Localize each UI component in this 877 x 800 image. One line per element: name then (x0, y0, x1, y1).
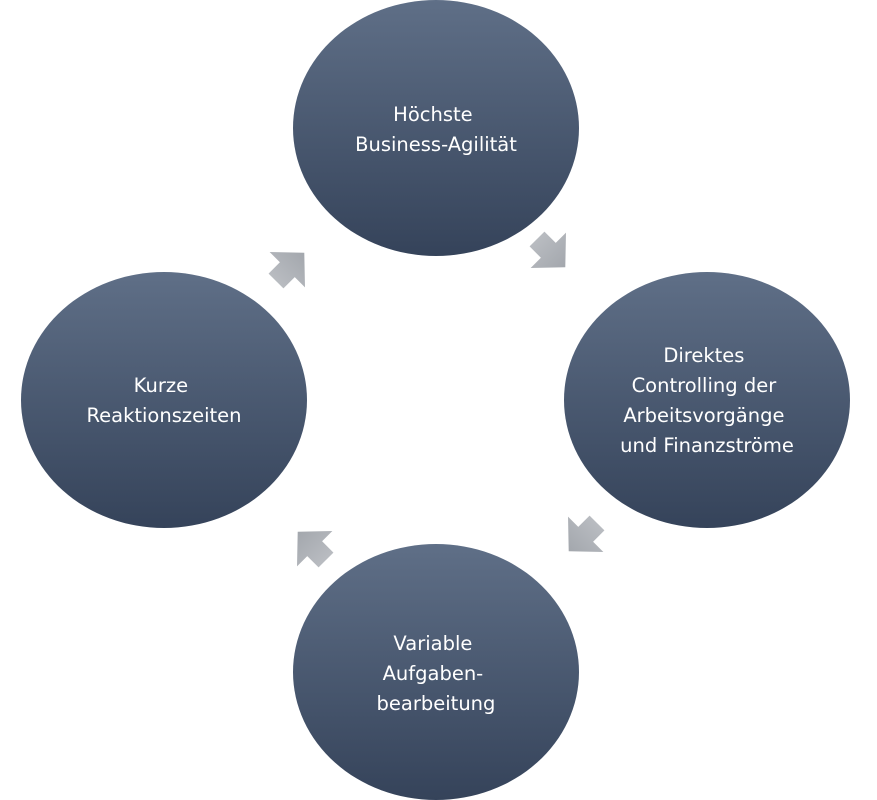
node-circle (293, 0, 579, 256)
node-label-line: Höchste (393, 103, 472, 126)
cycle-node-bottom: Variable Aufgaben- bearbeitung (293, 544, 579, 800)
node-circle (293, 544, 579, 800)
node-label: Höchste Business-Agilität (355, 103, 517, 156)
cycle-node-right: Direktes Controlling der Arbeitsvorgänge… (564, 272, 850, 528)
node-label-line: Business-Agilität (355, 133, 517, 156)
cycle-node-left: Kurze Reaktionszeiten (21, 272, 307, 528)
node-label-line: Reaktionszeiten (86, 404, 241, 427)
node-label-line: bearbeitung (377, 692, 496, 715)
cycle-node-top: Höchste Business-Agilität (293, 0, 579, 256)
node-label: Direktes Controlling der Arbeitsvorgänge… (620, 344, 794, 457)
node-label-line: Variable (393, 632, 472, 655)
node-label-line: Aufgaben- (383, 662, 484, 685)
node-label: Variable Aufgaben- bearbeitung (377, 632, 496, 715)
node-circle (564, 272, 850, 528)
arrow-top-to-right (529, 231, 566, 268)
node-circle (21, 272, 307, 528)
arrow-left-to-top (268, 252, 305, 289)
arrow-bottom-to-left (297, 531, 334, 568)
node-label-line: Kurze (134, 374, 188, 397)
node-label-line: Arbeitsvorgänge (623, 404, 784, 427)
node-label-line: Direktes (663, 344, 744, 367)
arrow-right-to-bottom (568, 515, 605, 552)
node-label-line: Controlling der (632, 374, 778, 397)
node-label: Kurze Reaktionszeiten (86, 374, 241, 427)
node-label-line: und Finanzströme (620, 434, 794, 457)
